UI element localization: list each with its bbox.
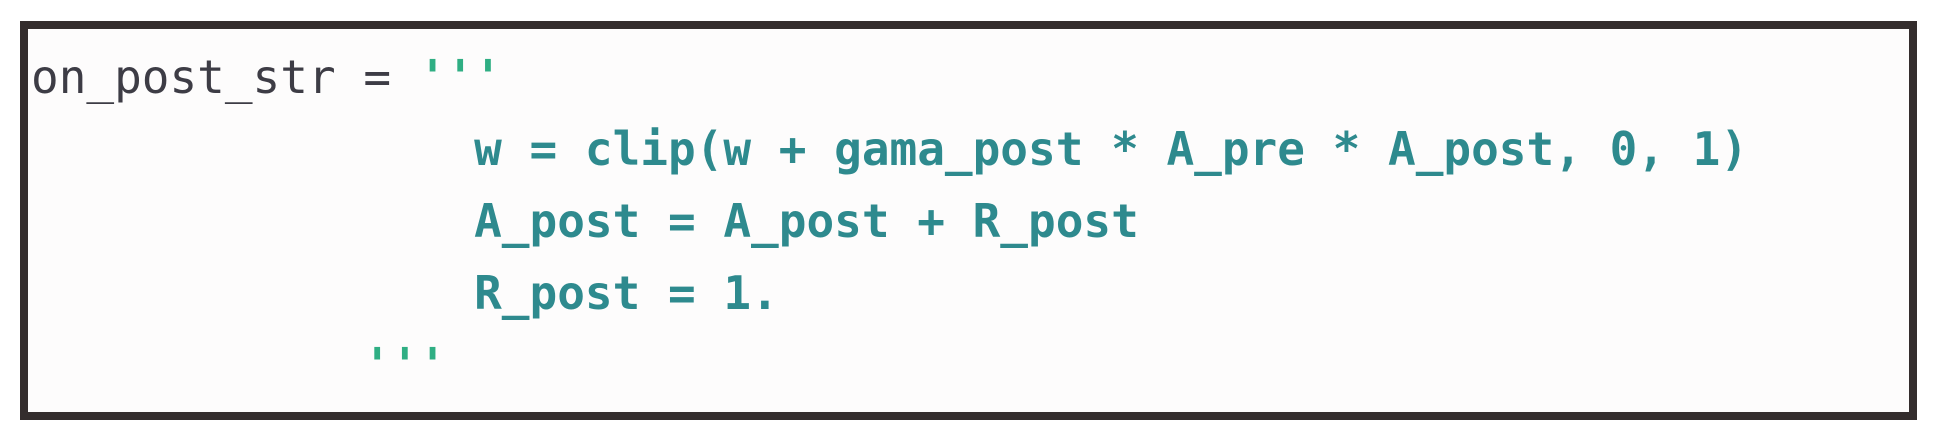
code-snippet: on_post_str = ''' w = clip(w + gama_post… (28, 29, 1909, 401)
code-line-assignment: on_post_str = ''' (31, 41, 1901, 113)
code-line-r-post-reset: R_post = 1. (31, 266, 779, 320)
closing-triple-quote: ''' (31, 338, 447, 392)
opening-triple-quote: ''' (418, 50, 502, 104)
code-block-frame: on_post_str = ''' w = clip(w + gama_post… (20, 21, 1917, 420)
code-line-a-post-update: A_post = A_post + R_post (31, 194, 1139, 248)
variable-name-and-equals: on_post_str = (31, 50, 419, 104)
code-line-clip-expression: w = clip(w + gama_post * A_pre * A_post,… (31, 122, 1749, 176)
